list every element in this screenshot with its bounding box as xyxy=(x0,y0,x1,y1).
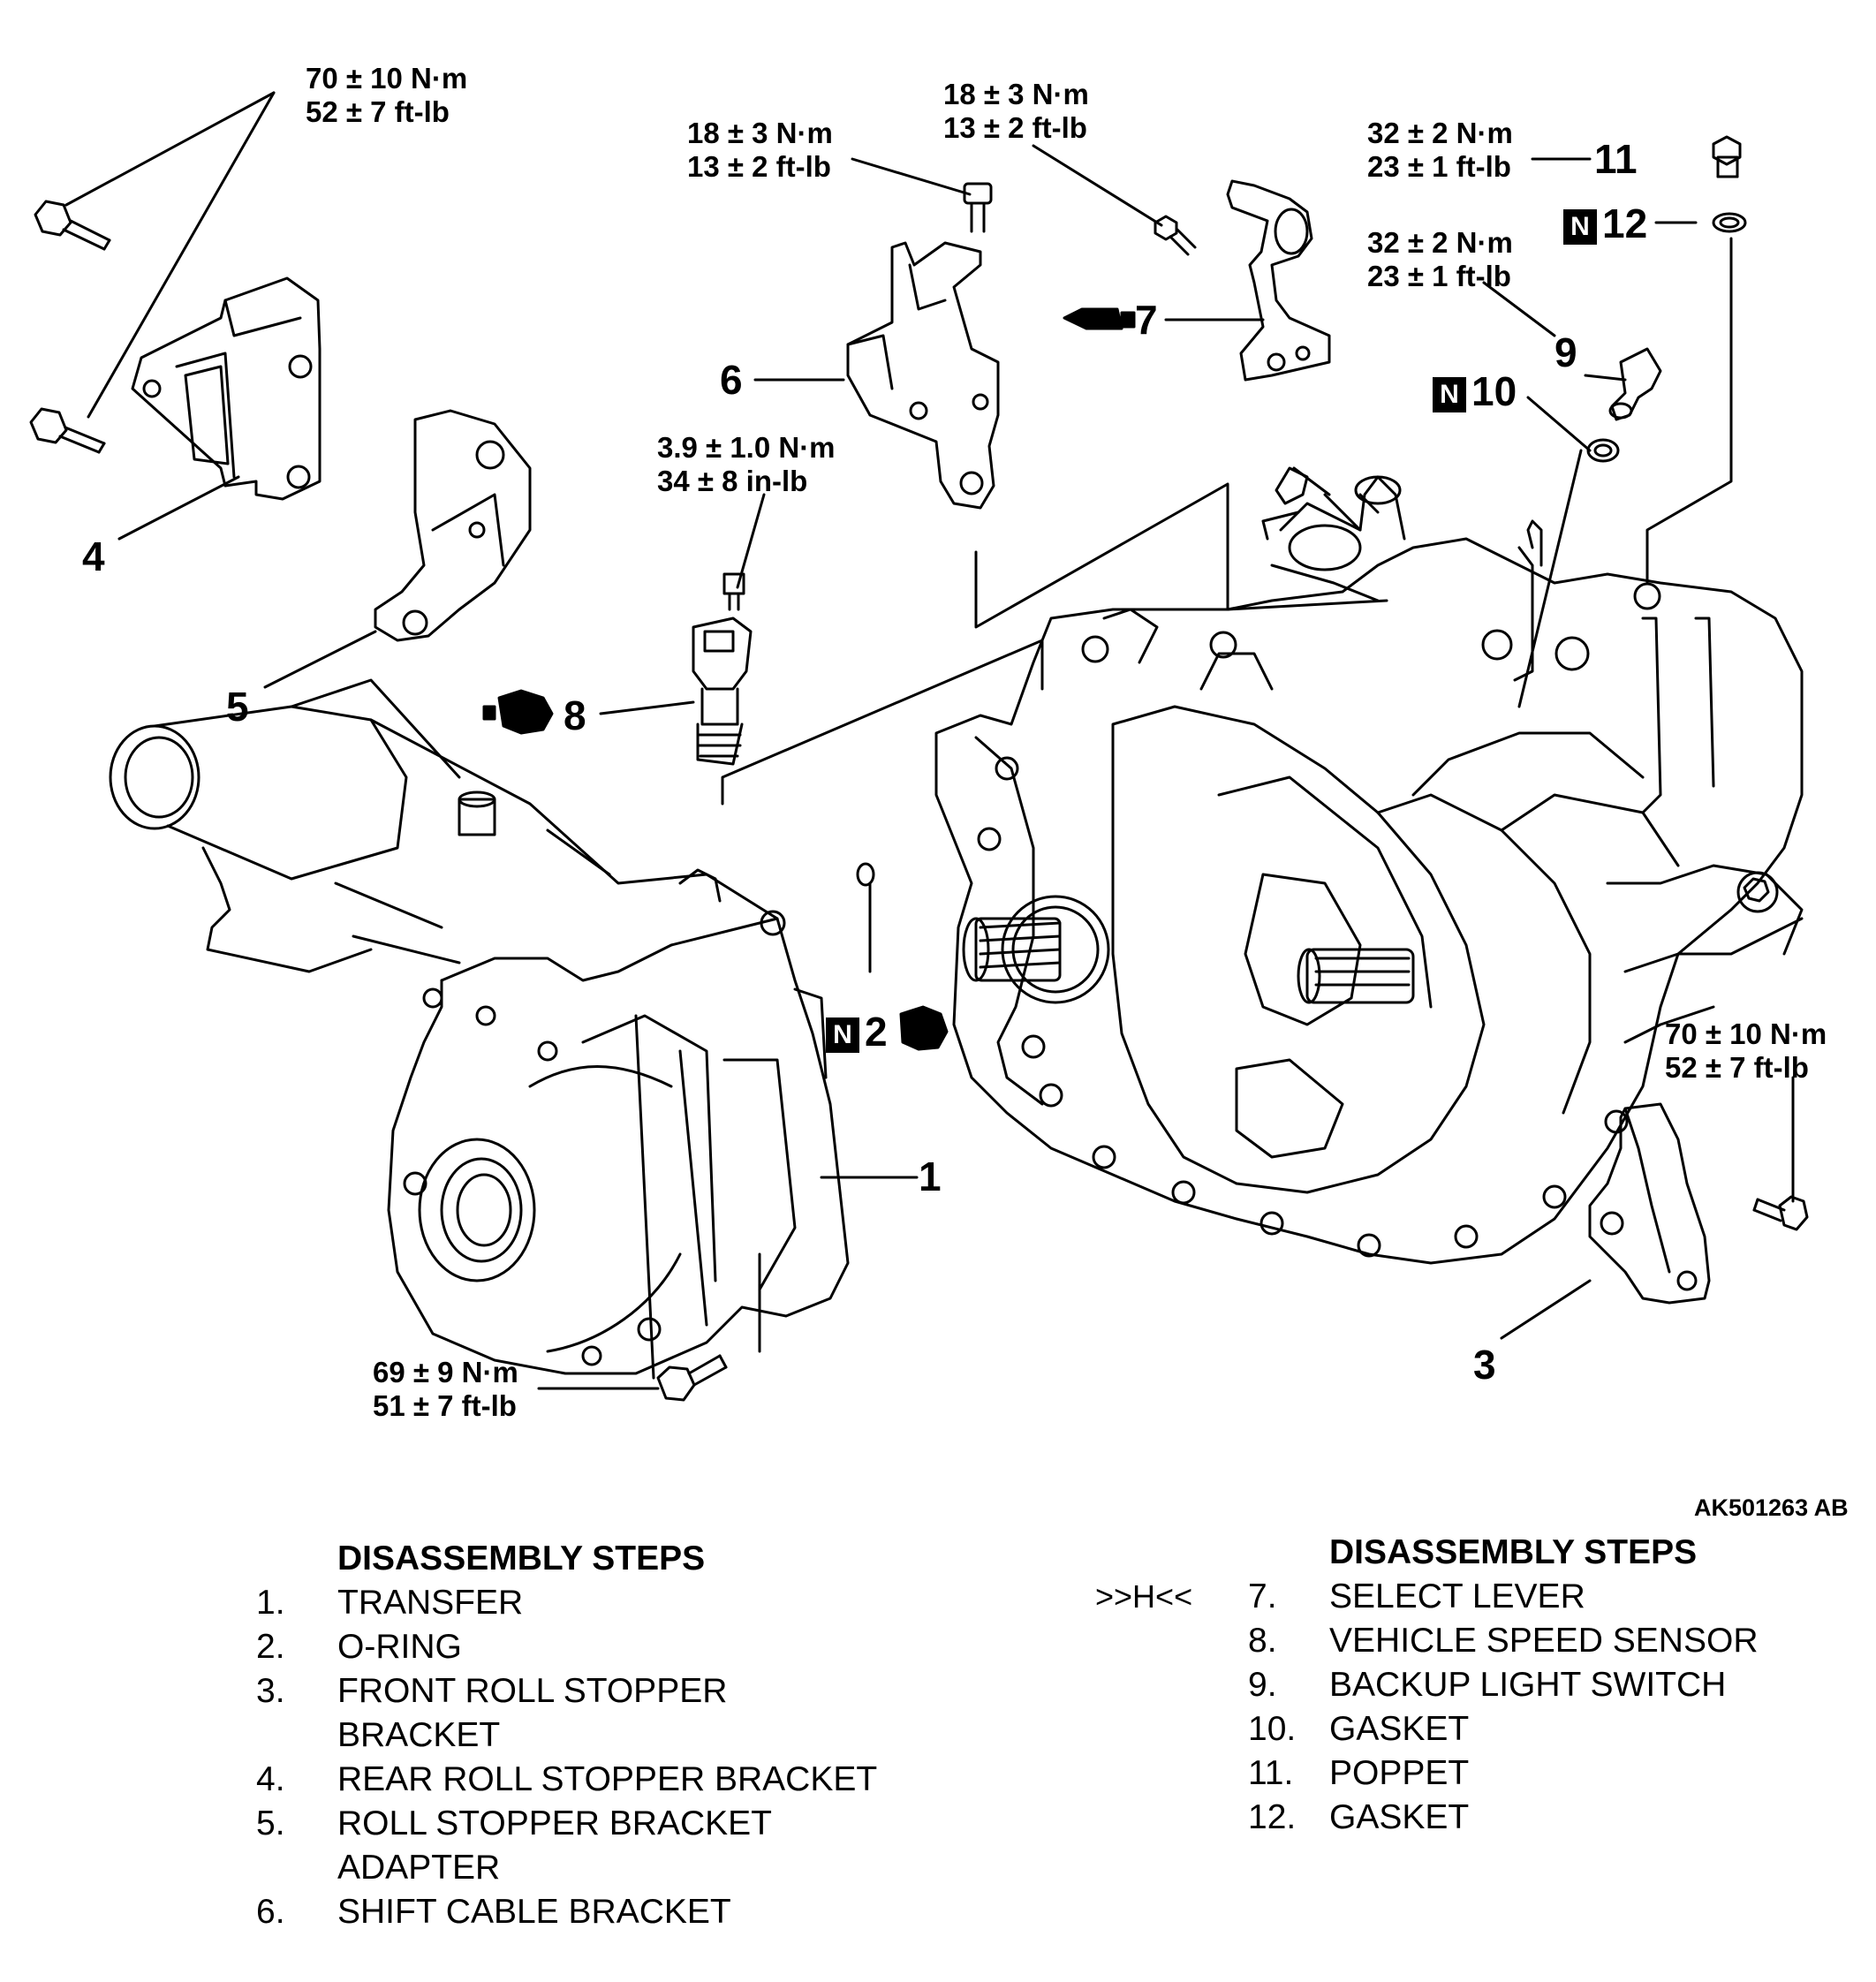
step-item: 8. VEHICLE SPEED SENSOR xyxy=(1248,1619,1866,1663)
step-item: 1. TRANSFER xyxy=(256,1581,945,1625)
step-label: SHIFT CABLE BRACKET xyxy=(337,1893,731,1931)
bolt-icon-front-bracket xyxy=(1752,1195,1809,1231)
callout-1: 1 xyxy=(919,1154,942,1199)
step-number: 2. xyxy=(256,1628,285,1666)
step-label: O-RING xyxy=(337,1628,462,1666)
step-number: 9. xyxy=(1248,1666,1277,1704)
new-part-mark: N xyxy=(826,1017,859,1053)
grease-applicator-icon-2 xyxy=(899,1005,949,1051)
callout-11: 11 xyxy=(1594,136,1638,182)
step-number: 11. xyxy=(1248,1754,1294,1792)
step-number: 8. xyxy=(1248,1622,1277,1660)
steps-right: DISASSEMBLY STEPS 7. SELECT LEVER 8. VEHICL… xyxy=(1248,1531,1866,1840)
callout-3: 3 xyxy=(1473,1342,1496,1388)
shift-cable-bracket xyxy=(846,241,1000,510)
step-number: 10. xyxy=(1248,1710,1297,1748)
step-item: 5. ROLL STOPPER BRACKET xyxy=(256,1802,945,1846)
callout-4: 4 xyxy=(82,533,105,579)
step-label: VEHICLE SPEED SENSOR xyxy=(1329,1622,1759,1660)
step-item: 7. SELECT LEVER xyxy=(1248,1575,1866,1619)
step-number: 7. xyxy=(1248,1577,1277,1615)
o-ring xyxy=(856,862,875,887)
step-item: 3. FRONT ROLL STOPPER xyxy=(256,1669,945,1713)
step-item: 12. GASKET xyxy=(1248,1796,1866,1840)
new-part-mark: N xyxy=(1563,208,1597,245)
step-number: 6. xyxy=(256,1893,285,1931)
backup-light-switch xyxy=(1608,347,1662,421)
steps-list: 1. TRANSFER 2. O-RING 3. FRONT ROLL STOPPER BR… xyxy=(256,1581,945,1934)
step-label: TRANSFER xyxy=(337,1584,524,1622)
step-item: ADAPTER xyxy=(256,1846,945,1890)
bolt-icon-bracket6 xyxy=(963,182,993,233)
steps-heading: DISASSEMBLY STEPS xyxy=(1329,1533,1698,1571)
step-item: BRACKET xyxy=(256,1713,945,1758)
callout-5: 5 xyxy=(226,684,249,730)
grease-applicator-icon-7 xyxy=(1063,307,1136,330)
new-part-mark: N xyxy=(1433,376,1466,412)
bolt-icon-rear-upper xyxy=(34,200,111,251)
step-number: 3. xyxy=(256,1672,285,1710)
steps-left: DISASSEMBLY STEPS 1. TRANSFER 2. O-RING 3. FR… xyxy=(256,1537,945,1934)
rear-roll-stopper-bracket xyxy=(131,276,321,501)
transfer-assembly xyxy=(109,678,850,1380)
front-roll-stopper-bracket xyxy=(1588,1102,1711,1305)
step-item: 11. POPPET xyxy=(1248,1751,1866,1796)
callout-8: 8 xyxy=(564,692,586,738)
bolt-icon-transfer xyxy=(656,1354,728,1402)
steps-heading: DISASSEMBLY STEPS xyxy=(337,1539,706,1577)
step-label: ROLL STOPPER BRACKET xyxy=(337,1804,772,1842)
step-item: 2. O-RING xyxy=(256,1625,945,1669)
step-label: GASKET xyxy=(1329,1710,1470,1748)
grease-applicator-icon-8 xyxy=(482,689,554,735)
callout-9: 9 xyxy=(1555,329,1577,375)
step-number: 4. xyxy=(256,1760,285,1798)
step-item: 4. REAR ROLL STOPPER BRACKET xyxy=(256,1758,945,1802)
leader-lines xyxy=(64,91,1795,1390)
step-number: 1. xyxy=(256,1584,285,1622)
step-number: 5. xyxy=(256,1804,285,1842)
select-lever xyxy=(1226,179,1331,382)
step-label: ADAPTER xyxy=(337,1849,501,1887)
step-label: GASKET xyxy=(1329,1798,1470,1836)
callout-6: 6 xyxy=(720,357,743,403)
step-label: POPPET xyxy=(1329,1754,1470,1792)
step-item: 6. SHIFT CABLE BRACKET xyxy=(256,1890,945,1934)
gasket-12 xyxy=(1712,212,1747,233)
vehicle-speed-sensor xyxy=(692,572,753,766)
steps-list: 7. SELECT LEVER 8. VEHICLE SPEED SENSOR 9. BA… xyxy=(1248,1575,1866,1840)
poppet xyxy=(1712,135,1742,178)
step-label: FRONT ROLL STOPPER xyxy=(337,1672,728,1710)
roll-stopper-bracket-adapter xyxy=(374,409,532,642)
step-label: REAR ROLL STOPPER BRACKET xyxy=(337,1760,878,1798)
transaxle-case xyxy=(934,466,1804,1265)
step-item: 9. BACKUP LIGHT SWITCH xyxy=(1248,1663,1866,1707)
figure-reference: AK501263 AB xyxy=(1694,1494,1849,1521)
step-label: BACKUP LIGHT SWITCH xyxy=(1329,1666,1727,1704)
service-point-marker: >>H<< xyxy=(1095,1578,1193,1615)
gasket-10 xyxy=(1586,438,1620,463)
step-item: 10. GASKET xyxy=(1248,1707,1866,1751)
bolt-icon-lever7 xyxy=(1154,215,1197,256)
step-label: SELECT LEVER xyxy=(1329,1577,1585,1615)
step-number: 12. xyxy=(1248,1798,1297,1836)
callout-7: 7 xyxy=(1135,297,1158,343)
step-label: BRACKET xyxy=(337,1716,501,1754)
bolt-icon-rear-lower xyxy=(29,407,106,454)
